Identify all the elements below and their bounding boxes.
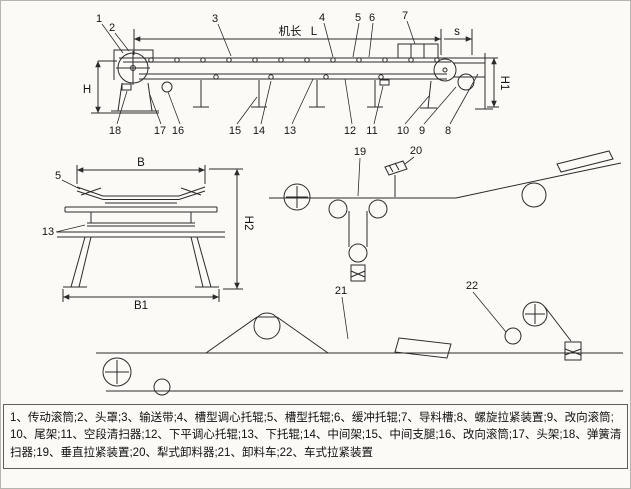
callout-section-13: 13 — [42, 226, 54, 238]
callout-1: 1 — [96, 13, 102, 25]
schematic-pulley — [328, 199, 348, 219]
section-leaders — [55, 179, 86, 233]
schematic-pulley — [153, 378, 171, 396]
callout-14: 14 — [253, 125, 265, 137]
callout-10: 10 — [397, 125, 409, 137]
dim-b-label: B — [137, 157, 145, 169]
side-view-labels: 机长 L s H H1 1 2 3 4 5 6 7 18 17 16 15 14… — [83, 10, 510, 137]
callout-4: 4 — [319, 12, 325, 24]
tail-pulley — [433, 58, 457, 82]
schematic-pulley — [368, 199, 388, 219]
takeup-bend-pulley — [457, 73, 475, 91]
dim-s-label: s — [454, 26, 460, 38]
callout-9: 9 — [419, 125, 425, 137]
callout-15: 15 — [229, 125, 241, 137]
schematic-pulley — [102, 357, 132, 387]
plow-discharger — [384, 160, 408, 197]
gravity-takeup — [348, 211, 368, 282]
tail-assembly — [420, 53, 493, 110]
lower-schematic-leaders — [341, 291, 507, 340]
middle-legs — [193, 80, 383, 108]
trolley-takeup-labels: 21 22 — [335, 280, 478, 297]
callout-6: 6 — [369, 12, 375, 24]
vertical-takeup-schematic — [269, 150, 622, 282]
callout-16: 16 — [172, 125, 184, 137]
legend-line-3: 扫器;19、垂直拉紧装置;20、犁式卸料器;21、卸料车;22、车式拉紧装置 — [10, 446, 373, 459]
callout-section-5: 5 — [55, 170, 61, 182]
vertical-takeup-labels: 19 20 — [354, 145, 422, 158]
legend-line-2: 10、尾架;11、空段清扫器;12、下平调心托辊;13、下托辊;14、中间架;1… — [10, 429, 621, 442]
discharge-trolley — [205, 312, 452, 359]
legend: 1、传动滚筒;2、头罩;3、输送带;4、槽型调心托辊;5、槽型托辊;6、缓冲托辊… — [3, 404, 628, 469]
trough-idler-set — [76, 186, 206, 204]
section-frame — [57, 206, 225, 238]
schematic-pulley — [283, 183, 311, 211]
callout-13: 13 — [284, 125, 296, 137]
cross-section-view — [55, 165, 243, 302]
conveyor-drawing: 机长 L s H H1 1 2 3 4 5 6 7 18 17 16 15 14… — [42, 10, 623, 396]
section-height-dimension — [209, 168, 243, 290]
dim-h-label: H — [83, 84, 91, 96]
cross-section-labels: B B1 H2 5 13 — [42, 157, 254, 312]
legend-line-1: 1、传动滚筒;2、头罩;3、输送带;4、槽型调心托辊;5、槽型托辊;6、缓冲托辊… — [10, 412, 614, 424]
upper-schematic-leaders — [357, 156, 415, 197]
section-cleaner — [379, 79, 390, 86]
machine-length-symbol: L — [311, 26, 318, 38]
trolley-takeup-schematic — [96, 291, 623, 396]
callout-7: 7 — [402, 10, 408, 22]
callout-11: 11 — [366, 125, 377, 137]
callout-22: 22 — [466, 280, 478, 292]
callout-21: 21 — [335, 285, 347, 297]
callout-5: 5 — [355, 12, 361, 24]
base-width-dimension — [62, 289, 220, 302]
callout-20: 20 — [410, 145, 422, 157]
return-idlers — [213, 74, 384, 80]
side-bottom-leaders — [116, 73, 479, 125]
callout-19: 19 — [354, 146, 366, 158]
callout-18: 18 — [109, 125, 121, 137]
head-assembly — [111, 49, 173, 112]
callout-17: 17 — [154, 125, 166, 137]
machine-length-dimension — [133, 29, 473, 55]
height-dimension-left — [91, 60, 159, 114]
machine-length-label: 机长 — [279, 24, 302, 38]
dim-h2-label: H2 — [242, 216, 254, 231]
guide-chute — [397, 43, 439, 59]
callout-12: 12 — [344, 125, 356, 137]
callout-8: 8 — [445, 125, 451, 137]
belt-width-dimension — [76, 165, 206, 184]
height-dimension-right — [453, 57, 499, 108]
spring-cleaner — [121, 83, 132, 91]
section-legs — [63, 236, 219, 288]
dim-b1-label: B1 — [134, 300, 148, 312]
callout-2: 2 — [109, 22, 115, 34]
head-bend-pulley — [161, 81, 173, 93]
belt-and-frame — [119, 57, 453, 80]
schematic-pulley — [521, 182, 547, 208]
side-top-leaders — [101, 20, 416, 58]
dim-h1-label: H1 — [498, 76, 510, 91]
car-takeup — [504, 301, 582, 361]
side-view — [91, 20, 499, 125]
callout-3: 3 — [212, 13, 218, 25]
discharge-chute — [556, 150, 614, 173]
